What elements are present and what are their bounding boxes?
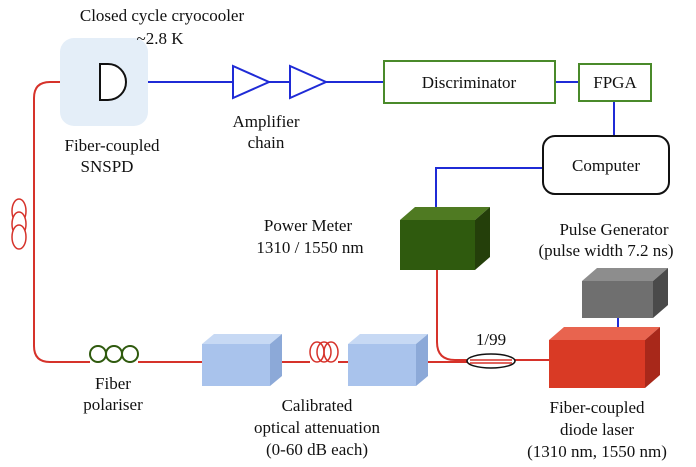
splitter-icon — [466, 353, 516, 369]
fiber-snspd-loop — [33, 81, 100, 363]
discriminator-box — [383, 60, 556, 104]
discriminator-label: Discriminator — [422, 73, 517, 92]
amplifier-2-icon — [289, 64, 329, 100]
power-meter-label-line1: Power Meter — [264, 216, 353, 235]
laser-label-line2: diode laser — [560, 420, 634, 439]
polariser-label-line1: Fiber — [95, 374, 131, 393]
fiber-coil-middle-icon — [309, 341, 339, 363]
pulse-gen-label-line1: Pulse Generator — [559, 220, 668, 239]
electrical-wires — [124, 81, 619, 340]
power-meter-box — [400, 207, 490, 270]
pulse-gen-label-line2: (pulse width 7.2 ns) — [538, 241, 673, 260]
power-meter-label-line2: 1310 / 1550 nm — [256, 238, 363, 257]
polariser-label-line2: polariser — [83, 395, 143, 414]
attenuator-2-box — [348, 334, 428, 386]
attenuation-label-line2: optical attenuation — [254, 418, 381, 437]
fiber-polariser-icon — [89, 345, 139, 363]
fiber-lines — [33, 81, 549, 363]
fiber-coil-left-icon — [11, 198, 27, 250]
wire-computer-to-power-meter — [435, 167, 543, 210]
fiber-splitter-to-power-meter — [436, 270, 467, 361]
snspd-label-line1: Fiber-coupled — [64, 136, 160, 155]
pulse-generator-box — [582, 268, 668, 318]
snspd-detector-icon — [99, 63, 127, 101]
computer-box — [542, 135, 670, 195]
attenuation-label-line1: Calibrated — [282, 396, 353, 415]
splitter-label: 1/99 — [476, 330, 506, 349]
computer-label: Computer — [572, 156, 640, 175]
fpga-box — [578, 63, 652, 102]
laser-label-line3: (1310 nm, 1550 nm) — [527, 442, 667, 461]
snspd-label-line2: SNSPD — [81, 157, 134, 176]
attenuator-1-box — [202, 334, 282, 386]
cryocooler-label-line1: Closed cycle cryocooler — [80, 6, 245, 25]
amplifier-label-line1: Amplifier — [232, 112, 299, 131]
amplifier-1-icon — [232, 64, 272, 100]
fpga-label: FPGA — [593, 73, 637, 92]
attenuation-label-line3: (0-60 dB each) — [266, 440, 368, 459]
diode-laser-box — [549, 327, 660, 388]
amplifier-label-line2: chain — [248, 133, 285, 152]
laser-label-line1: Fiber-coupled — [549, 398, 645, 417]
cryocooler-label-line2: ~2.8 K — [137, 29, 185, 48]
